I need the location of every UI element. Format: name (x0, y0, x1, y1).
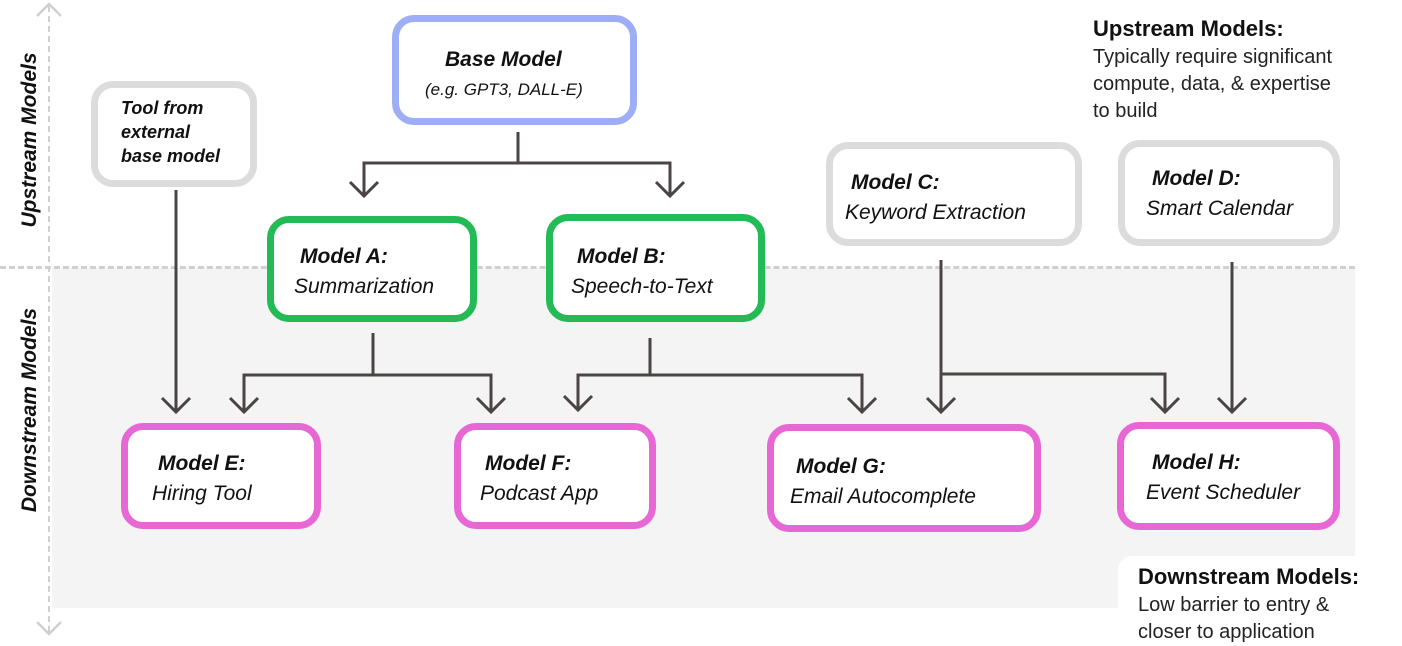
upstream-note-line-1: Typically require significant (1093, 46, 1332, 68)
model-c-node: Model C: Keyword Extraction (826, 142, 1082, 246)
upstream-note-heading: Upstream Models: (1093, 16, 1284, 41)
model-f-subtitle: Podcast App (480, 482, 599, 505)
model-f-title: Model F: (485, 452, 572, 475)
vertical-axis-line (48, 6, 50, 632)
arrowhead-model-g-left (846, 396, 878, 415)
arrowhead-model-f-right (475, 396, 507, 415)
axis-down-arrow-icon (36, 621, 62, 636)
upstream-note-line-2: compute, data, & expertise (1093, 73, 1331, 95)
downstream-note-line-2: closer to application (1138, 621, 1315, 643)
model-b-subtitle: Speech-to-Text (571, 275, 713, 298)
model-h-title: Model H: (1152, 451, 1241, 474)
model-g-title: Model G: (796, 455, 886, 478)
model-e-subtitle: Hiring Tool (152, 482, 252, 505)
edge-model-c-to-model-h (941, 372, 1167, 412)
model-e-node: Model E: Hiring Tool (121, 423, 321, 529)
edge-model-b-to-model-f (576, 338, 652, 410)
model-e-title: Model E: (158, 452, 246, 475)
arrowhead-model-e-left (160, 396, 192, 415)
model-h-subtitle: Event Scheduler (1146, 481, 1301, 504)
model-d-subtitle: Smart Calendar (1146, 197, 1294, 220)
arrowhead-model-h-left (1149, 396, 1181, 415)
base-model-subtitle: (e.g. GPT3, DALL-E) (425, 80, 583, 99)
arrowhead-model-g-right (925, 396, 957, 415)
edge-base-model-to-model-b (518, 161, 672, 196)
model-c-title: Model C: (851, 171, 940, 194)
arrowhead-model-a-top (348, 180, 380, 199)
edge-base-model-to-model-a (362, 132, 520, 196)
model-a-subtitle: Summarization (294, 275, 435, 298)
model-c-subtitle: Keyword Extraction (845, 201, 1026, 224)
edge-model-b-to-model-g (650, 373, 864, 412)
arrowhead-model-f-left (562, 394, 594, 413)
external-tool-node: Tool from external base model (91, 81, 257, 187)
model-g-node: Model G: Email Autocomplete (767, 424, 1041, 532)
external-tool-line-1: Tool from (121, 98, 204, 118)
model-f-node: Model F: Podcast App (454, 423, 656, 529)
arrowhead-model-e-right (228, 396, 260, 415)
base-model-title: Base Model (445, 48, 562, 71)
arrowhead-model-b-top (654, 180, 686, 199)
external-tool-line-2: external (121, 122, 191, 142)
model-b-title: Model B: (577, 245, 666, 268)
downstream-note-heading: Downstream Models: (1138, 564, 1360, 589)
downstream-note-panel: Downstream Models: Low barrier to entry … (1118, 556, 1380, 645)
model-h-node: Model H: Event Scheduler (1117, 422, 1340, 530)
downstream-note-line-1: Low barrier to entry & (1138, 594, 1330, 616)
model-d-node: Model D: Smart Calendar (1118, 140, 1340, 246)
upstream-note: Upstream Models: Typically require signi… (1093, 16, 1332, 125)
upstream-note-line-3: to build (1093, 100, 1158, 122)
model-b-node: Model B: Speech-to-Text (546, 214, 765, 322)
model-a-node: Model A: Summarization (267, 216, 477, 322)
external-tool-line-3: base model (121, 146, 221, 166)
edge-model-a-to-model-e (242, 333, 375, 412)
base-model-node: Base Model (e.g. GPT3, DALL-E) (392, 15, 637, 125)
arrowhead-model-h-right (1216, 396, 1248, 415)
axis-up-arrow-icon (36, 2, 62, 17)
model-d-title: Model D: (1152, 167, 1241, 190)
model-g-subtitle: Email Autocomplete (790, 485, 976, 508)
model-a-title: Model A: (300, 245, 388, 268)
edge-model-a-to-model-f (373, 373, 493, 412)
